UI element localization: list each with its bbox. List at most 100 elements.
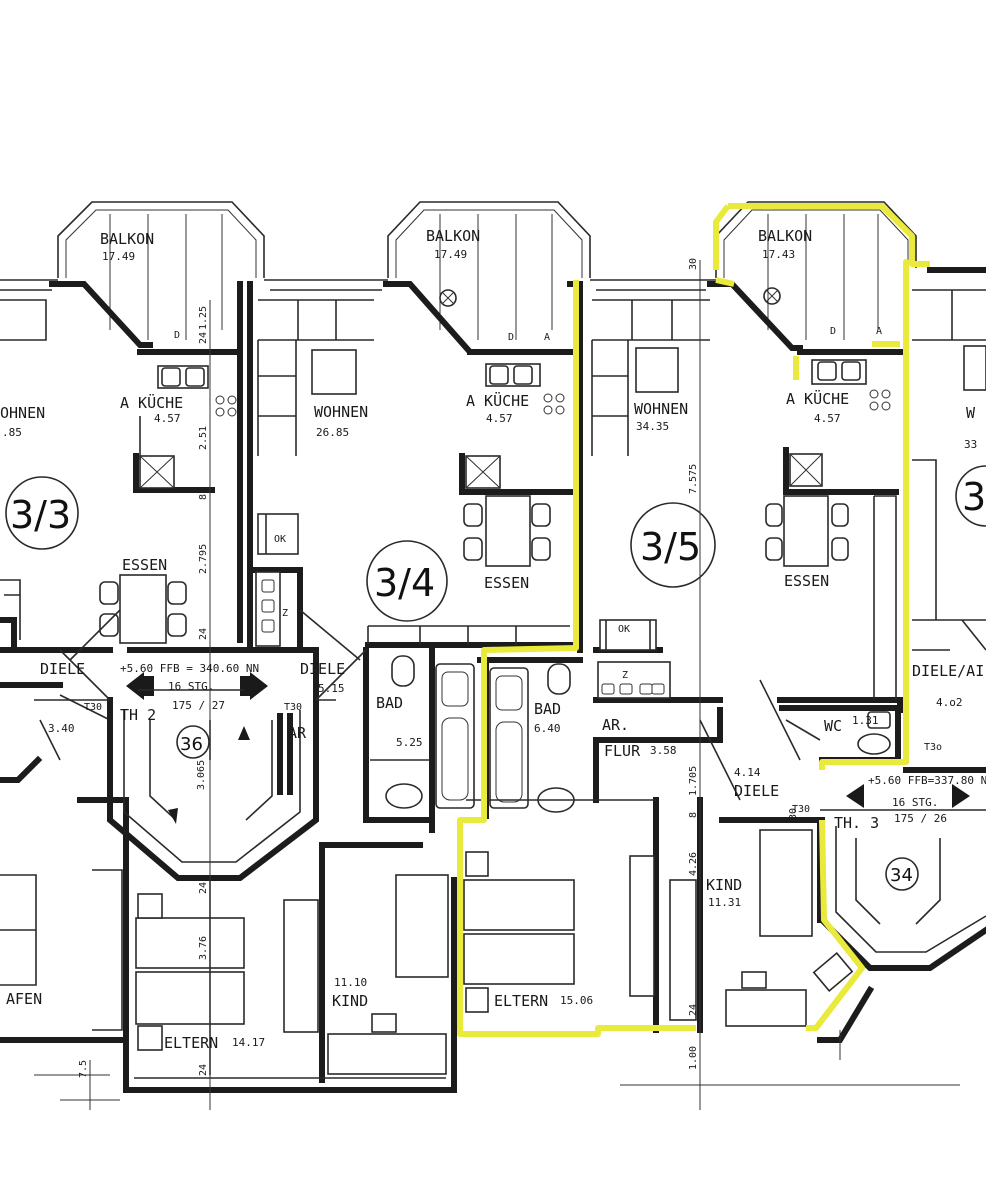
a-mid-label: A <box>544 332 550 343</box>
wohnen-mid-label: WOHNEN <box>314 403 368 421</box>
th2-ratio: 175 / 27 <box>172 699 225 712</box>
essen-mid-label: ESSEN <box>484 574 529 592</box>
schlafen-left-label: AFEN <box>6 990 42 1008</box>
z-right-label: Z <box>622 670 628 681</box>
ok-cabinet-right <box>597 619 671 699</box>
th3-steps: 16 STG. <box>892 796 938 809</box>
dim-10: 7.575 <box>688 464 699 494</box>
unit-3-5-number: 3/5 <box>640 525 701 569</box>
dim-3: 2.51 <box>198 426 209 450</box>
wohnen-edge-area: 33 <box>964 438 977 451</box>
unit-3-3-walls <box>0 299 243 688</box>
eltern-mid-label: ELTERN <box>164 1034 218 1052</box>
ok-mid-label: OK <box>274 534 286 545</box>
ar-mid-label: AR <box>288 724 307 742</box>
wohnen-left-area: .85 <box>2 426 22 439</box>
dim-18: 8 <box>198 494 209 500</box>
ar-right-label: AR. <box>602 716 629 734</box>
d-mid-label: D <box>508 332 514 343</box>
wohnen-right-label: WOHNEN <box>634 400 688 418</box>
eltern-right-area: 15.06 <box>560 994 593 1007</box>
balkon-mid-area: 17.49 <box>434 248 467 261</box>
kind-right-area: 11.31 <box>708 896 741 909</box>
door-t30-right: T30 <box>792 804 810 815</box>
dim-12: 1.705 <box>688 766 699 796</box>
th3-ratio: 175 / 26 <box>894 812 947 825</box>
door-t30-left: T30 <box>84 702 102 713</box>
diele-left-area: 3.40 <box>48 722 75 735</box>
kueche-left-furniture <box>139 365 237 489</box>
th2-landing: 36 <box>180 734 203 755</box>
unit-3-4-number: 3/4 <box>374 561 435 605</box>
dim-8: 3.76 <box>198 936 209 960</box>
kind-mid-area: 11.10 <box>334 976 367 989</box>
dim-13: 8 <box>688 812 699 818</box>
kind-mid-furniture <box>319 842 449 1083</box>
stair-th2-arrows <box>126 672 268 824</box>
eltern-right-furniture <box>463 799 656 1013</box>
balkon-mid-label: BALKON <box>426 227 480 245</box>
wohnen-left-label: OHNEN <box>0 404 45 422</box>
unit-3-3-number: 3/3 <box>10 493 71 537</box>
kueche-right-label: A KÜCHE <box>786 389 849 408</box>
dim-5: 24 <box>198 628 209 640</box>
bad-right-area: 6.40 <box>534 722 561 735</box>
dim-9: 24 <box>198 1064 209 1076</box>
bad-mid-area: 5.25 <box>396 736 423 749</box>
dim-1: 1.25 <box>198 306 209 330</box>
th3-landing: 34 <box>890 865 913 886</box>
wohnen-right-area: 34.35 <box>636 420 669 433</box>
unit-3-4-circle <box>366 540 448 622</box>
wc-label: WC <box>824 717 842 735</box>
essen-left-table <box>99 574 187 644</box>
bad-mid-label: BAD <box>376 694 403 712</box>
unit-3-5-highlight <box>457 203 930 1037</box>
diele-mid-area: 5.15 <box>318 682 345 695</box>
dimension-lines <box>34 260 960 1110</box>
diele-edge-label: DIELE/AI <box>912 662 984 680</box>
diele-right-area: 4.14 <box>734 766 761 779</box>
kueche-right-area: 4.57 <box>814 412 841 425</box>
balkon-left-area: 17.49 <box>102 250 135 263</box>
dim-11: 30 <box>688 258 699 270</box>
dim-19: 30 <box>788 808 799 820</box>
a-right-label: A <box>876 326 882 337</box>
kind-mid-label: KIND <box>332 992 368 1010</box>
essen-right-label: ESSEN <box>784 572 829 590</box>
bad-mid-fixtures <box>370 655 475 809</box>
kueche-right-furniture <box>789 359 891 487</box>
th3-label: TH. 3 <box>834 814 879 832</box>
door-t3o-edge: T3o <box>924 742 942 753</box>
d-left-label: D <box>174 330 180 341</box>
door-t30-mid: T30 <box>284 702 302 713</box>
essen-left-label: ESSEN <box>122 556 167 574</box>
kueche-left-area: 4.57 <box>154 412 181 425</box>
bad-right-label: BAD <box>534 700 561 718</box>
wohnen-edge-label: W <box>966 404 976 422</box>
window-markers <box>439 287 781 307</box>
wohnen-mid-area: 26.85 <box>316 426 349 439</box>
dim-15: 24 <box>688 1004 699 1016</box>
essen-mid-table <box>463 495 551 567</box>
kind-right-label: KIND <box>706 876 742 894</box>
ok-right-label: OK <box>618 624 630 635</box>
dim-17: 7.5 <box>78 1060 89 1078</box>
balkon-right-area: 17.43 <box>762 248 795 261</box>
diele-mid-label: DIELE <box>300 660 345 678</box>
flur-label: FLUR <box>604 742 641 760</box>
th2-steps: 16 STG. <box>168 680 214 693</box>
diele-right-label: DIELE <box>734 782 779 800</box>
dim-16: 1.00 <box>688 1046 699 1070</box>
eltern-mid-area: 14.17 <box>232 1036 265 1049</box>
unit-edge-circle <box>955 465 986 527</box>
kueche-left-label: A KÜCHE <box>120 393 183 412</box>
kueche-mid-area: 4.57 <box>486 412 513 425</box>
balkon-right-outline <box>715 201 917 340</box>
unit-3-5-circle <box>630 502 716 588</box>
balkon-left-outline <box>57 201 265 340</box>
z-mid-label: Z <box>282 608 288 619</box>
kueche-mid-furniture <box>311 349 565 489</box>
th3-level: +5.60 FFB=337.80 NN <box>868 774 986 787</box>
diele-left-label: DIELE <box>40 660 85 678</box>
